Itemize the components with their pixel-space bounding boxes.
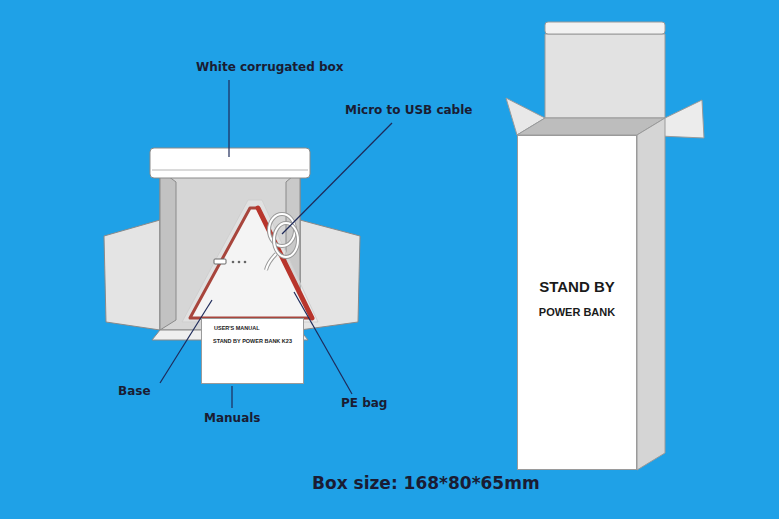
manual-card: USER'S MANUAL STAND BY POWER BANK K23 [201,318,304,384]
box-front-face: STAND BY POWER BANK [517,135,637,470]
node-heading: USER'S MANUAL [214,325,299,332]
closed-box [506,22,704,470]
part-label: Micro to USB cable [345,103,472,117]
part-label: White corrugated box [196,60,344,74]
part-label: Base [118,384,151,398]
power-bank-base [190,208,312,318]
part-label: Manuals [204,411,260,425]
node-heading: STAND BY [522,278,632,296]
open-box [104,148,360,340]
node-text: POWER BANK [522,306,632,319]
leader-lines [160,80,392,408]
part-label: PE bag [341,396,387,410]
node-text: STAND BY POWER BANK K23 [206,338,299,345]
dimension-note: Box size: 168*80*65mm [312,473,540,493]
